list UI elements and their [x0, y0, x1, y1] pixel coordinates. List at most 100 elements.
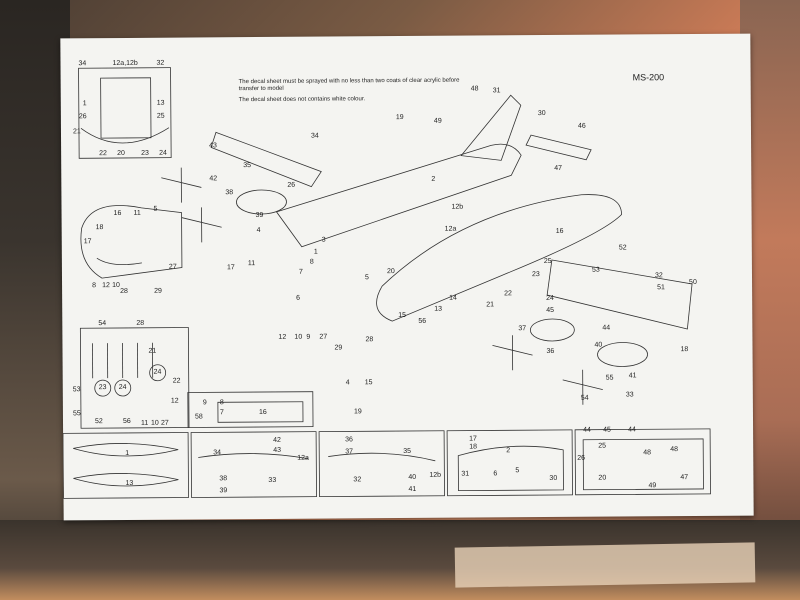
parts-label: 52 — [94, 418, 103, 426]
plane-label: 12b — [451, 203, 464, 211]
fret-4-label: 6 — [493, 470, 498, 478]
parts-label: 10 — [150, 419, 159, 427]
fret-5-label: 26 — [577, 454, 586, 462]
nose-label: 28 — [120, 287, 128, 296]
fret-2-label: 38 — [219, 475, 228, 483]
plane-label: 17 — [226, 264, 235, 272]
view-label: 21 — [72, 128, 81, 136]
plane-label: 53 — [591, 266, 600, 274]
plane-label: 36 — [546, 347, 555, 356]
plane-label: 31 — [492, 87, 501, 95]
parts-label: 54 — [98, 320, 107, 328]
plane-label: 3 — [321, 236, 326, 244]
plane-label: 45 — [546, 306, 555, 315]
fret-3-label: 40 — [408, 473, 417, 481]
fret-5-label: 20 — [598, 474, 607, 482]
plane-label: 10 — [294, 333, 303, 341]
view-label: 1 — [82, 100, 87, 108]
fret-3-label: 41 — [408, 485, 417, 493]
plane-label: 5 — [364, 274, 369, 282]
plane-label: 16 — [555, 227, 564, 235]
nose-label: 5 — [153, 205, 158, 213]
plane-label: 6 — [296, 294, 301, 302]
plane-label: 11 — [247, 260, 256, 268]
nose-label: 18 — [95, 224, 104, 232]
view-label: 13 — [156, 99, 165, 107]
plane-label: 56 — [418, 317, 427, 325]
plane-label: 18 — [680, 346, 689, 354]
fret-4-label: 31 — [461, 470, 470, 478]
model-code: MS-200 — [632, 72, 665, 83]
small-box-label: 16 — [258, 408, 267, 417]
fret-5-label: 48 — [643, 449, 652, 457]
fret-2-label: 43 — [273, 446, 282, 454]
plane-label: 40 — [594, 341, 603, 349]
nose-label: 12 — [102, 282, 110, 290]
plane-label: 54 — [580, 394, 589, 402]
fret-5-label: 48 — [670, 446, 679, 454]
plane-label: 50 — [689, 278, 697, 287]
view-label: 23 — [141, 149, 149, 157]
plane-label: 25 — [543, 257, 552, 266]
plane-label: 27 — [319, 333, 328, 341]
fret-3-label: 12b — [429, 471, 442, 479]
parts-label: 24 — [118, 383, 127, 392]
plane-label: 7 — [298, 268, 303, 276]
view-label: 26 — [78, 113, 87, 121]
small-box-label: 7 — [219, 409, 224, 417]
view-label: 20 — [117, 149, 125, 158]
fret-5-label: 44 — [583, 426, 591, 434]
small-box-label: 8 — [219, 399, 224, 407]
parts-label: 21 — [148, 347, 157, 355]
parts-label: 56 — [122, 417, 131, 425]
fret-5-label: 47 — [680, 474, 689, 482]
nose-label: 16 — [113, 209, 122, 218]
parts-label: 53 — [72, 386, 81, 394]
view-label: 24 — [159, 149, 167, 157]
plane-label: 1 — [313, 248, 318, 256]
parts-label: 12 — [170, 397, 179, 405]
plane-label: 44 — [602, 324, 611, 332]
view-label: 25 — [156, 112, 165, 120]
plane-label: 33 — [625, 391, 634, 399]
parts-label: 22 — [172, 377, 181, 385]
plane-label: 4 — [256, 227, 261, 235]
label-34: 34 — [78, 60, 87, 68]
nose-label: 10 — [112, 282, 120, 290]
plane-label: 52 — [618, 244, 627, 252]
fret-2-label: 39 — [219, 487, 228, 495]
plane-label: 34 — [310, 132, 319, 140]
plane-label: 20 — [386, 268, 395, 276]
fret-4-label: 30 — [549, 474, 558, 483]
plane-label: 30 — [537, 110, 546, 118]
fret-1-label: 1 — [125, 449, 130, 457]
fret-2-label: 42 — [273, 436, 281, 444]
plane-label: 8 — [309, 258, 314, 266]
fret-1-label: 13 — [125, 479, 134, 487]
desk-left-shadow — [0, 0, 70, 600]
plane-label: 41 — [628, 372, 637, 380]
plane-label: 26 — [287, 181, 296, 189]
parts-label: 11 — [140, 419, 149, 427]
fret-2-label: 33 — [268, 476, 277, 484]
instruction-sheet: The decal sheet must be sprayed with no … — [60, 33, 754, 521]
plane-label: 21 — [486, 301, 495, 309]
plane-label: 2 — [431, 175, 436, 183]
fret-3-label: 37 — [345, 448, 354, 456]
plane-label: 9 — [306, 333, 311, 341]
nose-label: 27 — [168, 263, 177, 271]
parts-label: 28 — [136, 319, 145, 327]
plane-label: 14 — [449, 294, 457, 302]
plane-label: 13 — [434, 305, 443, 313]
plane-label: 49 — [433, 117, 442, 125]
plane-label: 38 — [225, 189, 234, 197]
plane-label: 22 — [504, 290, 512, 298]
plane-label: 55 — [605, 374, 614, 382]
plane-label: 24 — [546, 294, 554, 303]
plane-label: 42 — [209, 175, 218, 183]
label-12a12b: 12a,12b — [112, 59, 138, 68]
plane-label: 46 — [577, 122, 586, 130]
plane-label: 12a — [444, 225, 457, 233]
small-box-label: 9 — [202, 399, 207, 407]
plane-label: 37 — [518, 325, 527, 333]
